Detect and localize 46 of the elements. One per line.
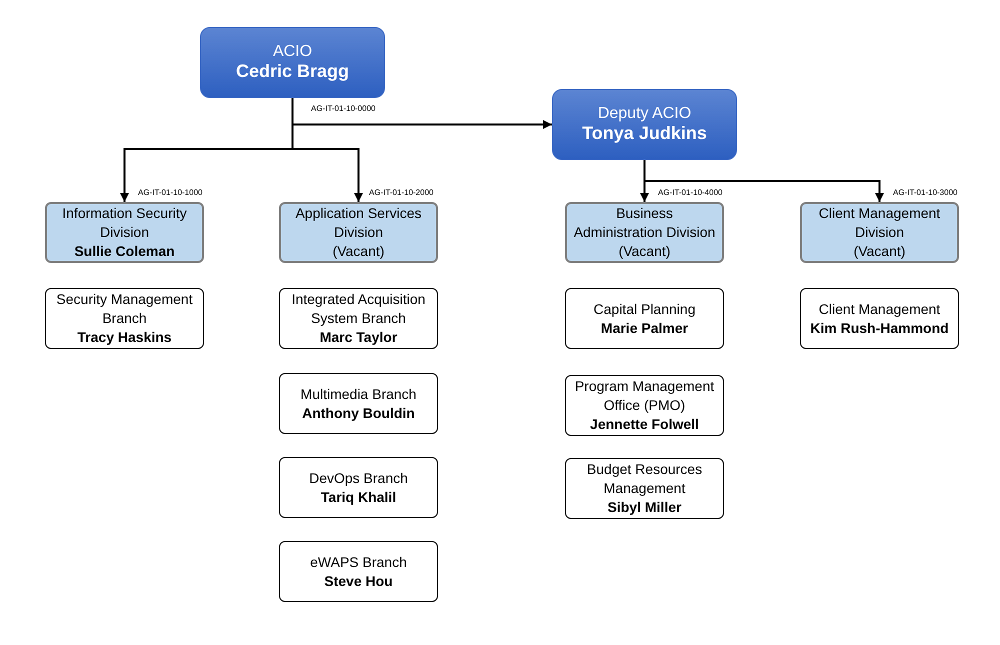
role-title: DevOps Branch [308, 468, 409, 488]
person-name: Sullie Coleman [74, 242, 175, 261]
person-name: Tariq Khalil [320, 488, 396, 506]
person-name: Marc Taylor [320, 328, 398, 347]
role-title: Client Management Division [818, 204, 942, 242]
role-title: Information Security Division [61, 204, 188, 242]
role-title: Deputy ACIO [598, 105, 692, 123]
role-title: ACIO [272, 43, 312, 61]
branch-box [565, 288, 724, 349]
role-title: Security Management Branch [55, 290, 194, 328]
branch-box [279, 373, 438, 434]
branch-box [279, 541, 438, 602]
org-code: AG-IT-01-10-3000 [893, 188, 958, 197]
role-title: eWAPS Branch [309, 552, 408, 572]
org-code: AG-IT-01-10-4000 [658, 188, 722, 197]
branch-box [45, 288, 204, 349]
connector-arrow [644, 160, 884, 202]
branch-box [279, 288, 438, 349]
branch-box [279, 457, 438, 518]
role-title: Budget Resources Management [586, 460, 704, 498]
role-title: Business Administration Division [572, 204, 716, 242]
person-name: Anthony Bouldin [302, 404, 415, 422]
role-title: Program Management Office (PMO) [574, 377, 716, 415]
org-code: AG-IT-01-10-0000 [311, 104, 376, 113]
person-name: Marie Palmer [600, 318, 688, 338]
org-code: AG-IT-01-10-2000 [369, 188, 434, 197]
role-title: Application Services Division [294, 204, 423, 242]
person-name: Cedric Bragg [236, 61, 350, 82]
role-title: Client Management [818, 300, 942, 318]
person-name: Jennette Folwell [590, 415, 699, 434]
executive-box [552, 89, 737, 160]
branch-box [565, 458, 724, 519]
branch-box [800, 288, 959, 349]
person-name: Tracy Haskins [77, 328, 172, 347]
role-title: Capital Planning [592, 300, 696, 318]
person-name: Tonya Judkins [582, 123, 707, 144]
person-name: (Vacant) [332, 242, 384, 261]
role-title: Integrated Acquisition System Branch [290, 290, 426, 328]
role-title: Multimedia Branch [300, 384, 418, 404]
person-name: Steve Hou [324, 572, 393, 590]
person-name: (Vacant) [854, 242, 906, 261]
org-code: AG-IT-01-10-1000 [138, 188, 202, 197]
person-name: (Vacant) [618, 242, 670, 261]
branch-box [565, 375, 724, 436]
person-name: Sibyl Miller [608, 498, 682, 517]
person-name: Kim Rush-Hammond [810, 318, 949, 338]
